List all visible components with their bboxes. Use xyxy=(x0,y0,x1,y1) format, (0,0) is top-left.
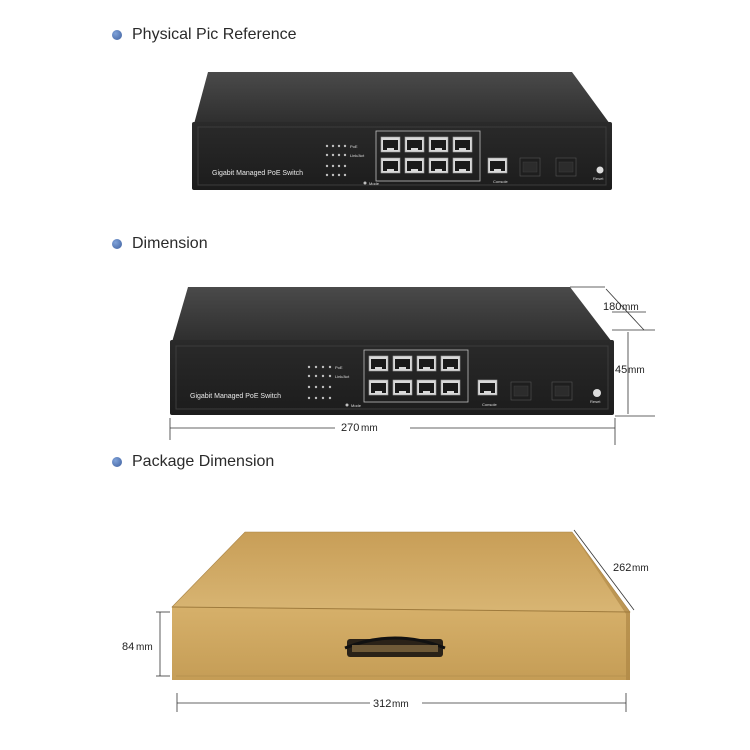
package-box xyxy=(171,531,631,680)
led-label-link: Link/Act xyxy=(350,153,365,158)
package-dimension-lines xyxy=(156,529,635,712)
device-front-panel xyxy=(192,122,612,190)
reset-label: Reset xyxy=(590,399,601,404)
bullet-icon xyxy=(112,239,122,249)
height-value: 45 xyxy=(615,364,627,376)
section-dimension-title: Dimension xyxy=(132,235,208,252)
depth-value: 180 xyxy=(603,301,621,313)
led-grid xyxy=(307,365,332,400)
bullet-icon xyxy=(112,457,122,467)
mode-label: Mode xyxy=(369,181,380,186)
device-photo: Gigabit Managed PoE Switch PoE Link/Act … xyxy=(192,72,612,190)
led-grid xyxy=(325,144,347,177)
reset-label: Reset xyxy=(593,176,604,181)
height-unit: mm xyxy=(628,365,645,376)
box-top xyxy=(171,531,631,613)
package-depth-unit: mm xyxy=(632,563,649,574)
section-physical: Physical Pic Reference xyxy=(112,26,297,44)
device-front-panel xyxy=(170,340,614,415)
depth-unit: mm xyxy=(622,302,639,313)
device-dimension-drawing: Gigabit Managed PoE Switch PoE Link/Act … xyxy=(170,287,614,415)
led-label-poe: PoE xyxy=(335,365,343,370)
dimension-lines xyxy=(169,286,655,445)
section-dimension: Dimension xyxy=(112,235,208,253)
package-width-unit: mm xyxy=(392,699,409,710)
device-top-surface xyxy=(172,287,612,342)
led-label-poe: PoE xyxy=(350,144,358,149)
console-label: Console xyxy=(482,402,497,407)
section-package: Package Dimension xyxy=(112,453,274,471)
package-width-value: 312 xyxy=(373,698,391,710)
mode-label: Mode xyxy=(351,403,362,408)
package-height-unit: mm xyxy=(136,642,153,653)
device-top-surface xyxy=(194,72,610,124)
led-label-link: Link/Act xyxy=(335,374,350,379)
package-depth-value: 262 xyxy=(613,562,631,574)
device-label: Gigabit Managed PoE Switch xyxy=(190,393,281,400)
width-value: 270 xyxy=(341,422,359,434)
console-label: Console xyxy=(493,179,508,184)
package-height-value: 84 xyxy=(122,641,134,653)
width-unit: mm xyxy=(361,423,378,434)
section-physical-title: Physical Pic Reference xyxy=(132,26,297,43)
section-package-title: Package Dimension xyxy=(132,453,275,470)
device-label: Gigabit Managed PoE Switch xyxy=(212,170,303,177)
bullet-icon xyxy=(112,30,122,40)
